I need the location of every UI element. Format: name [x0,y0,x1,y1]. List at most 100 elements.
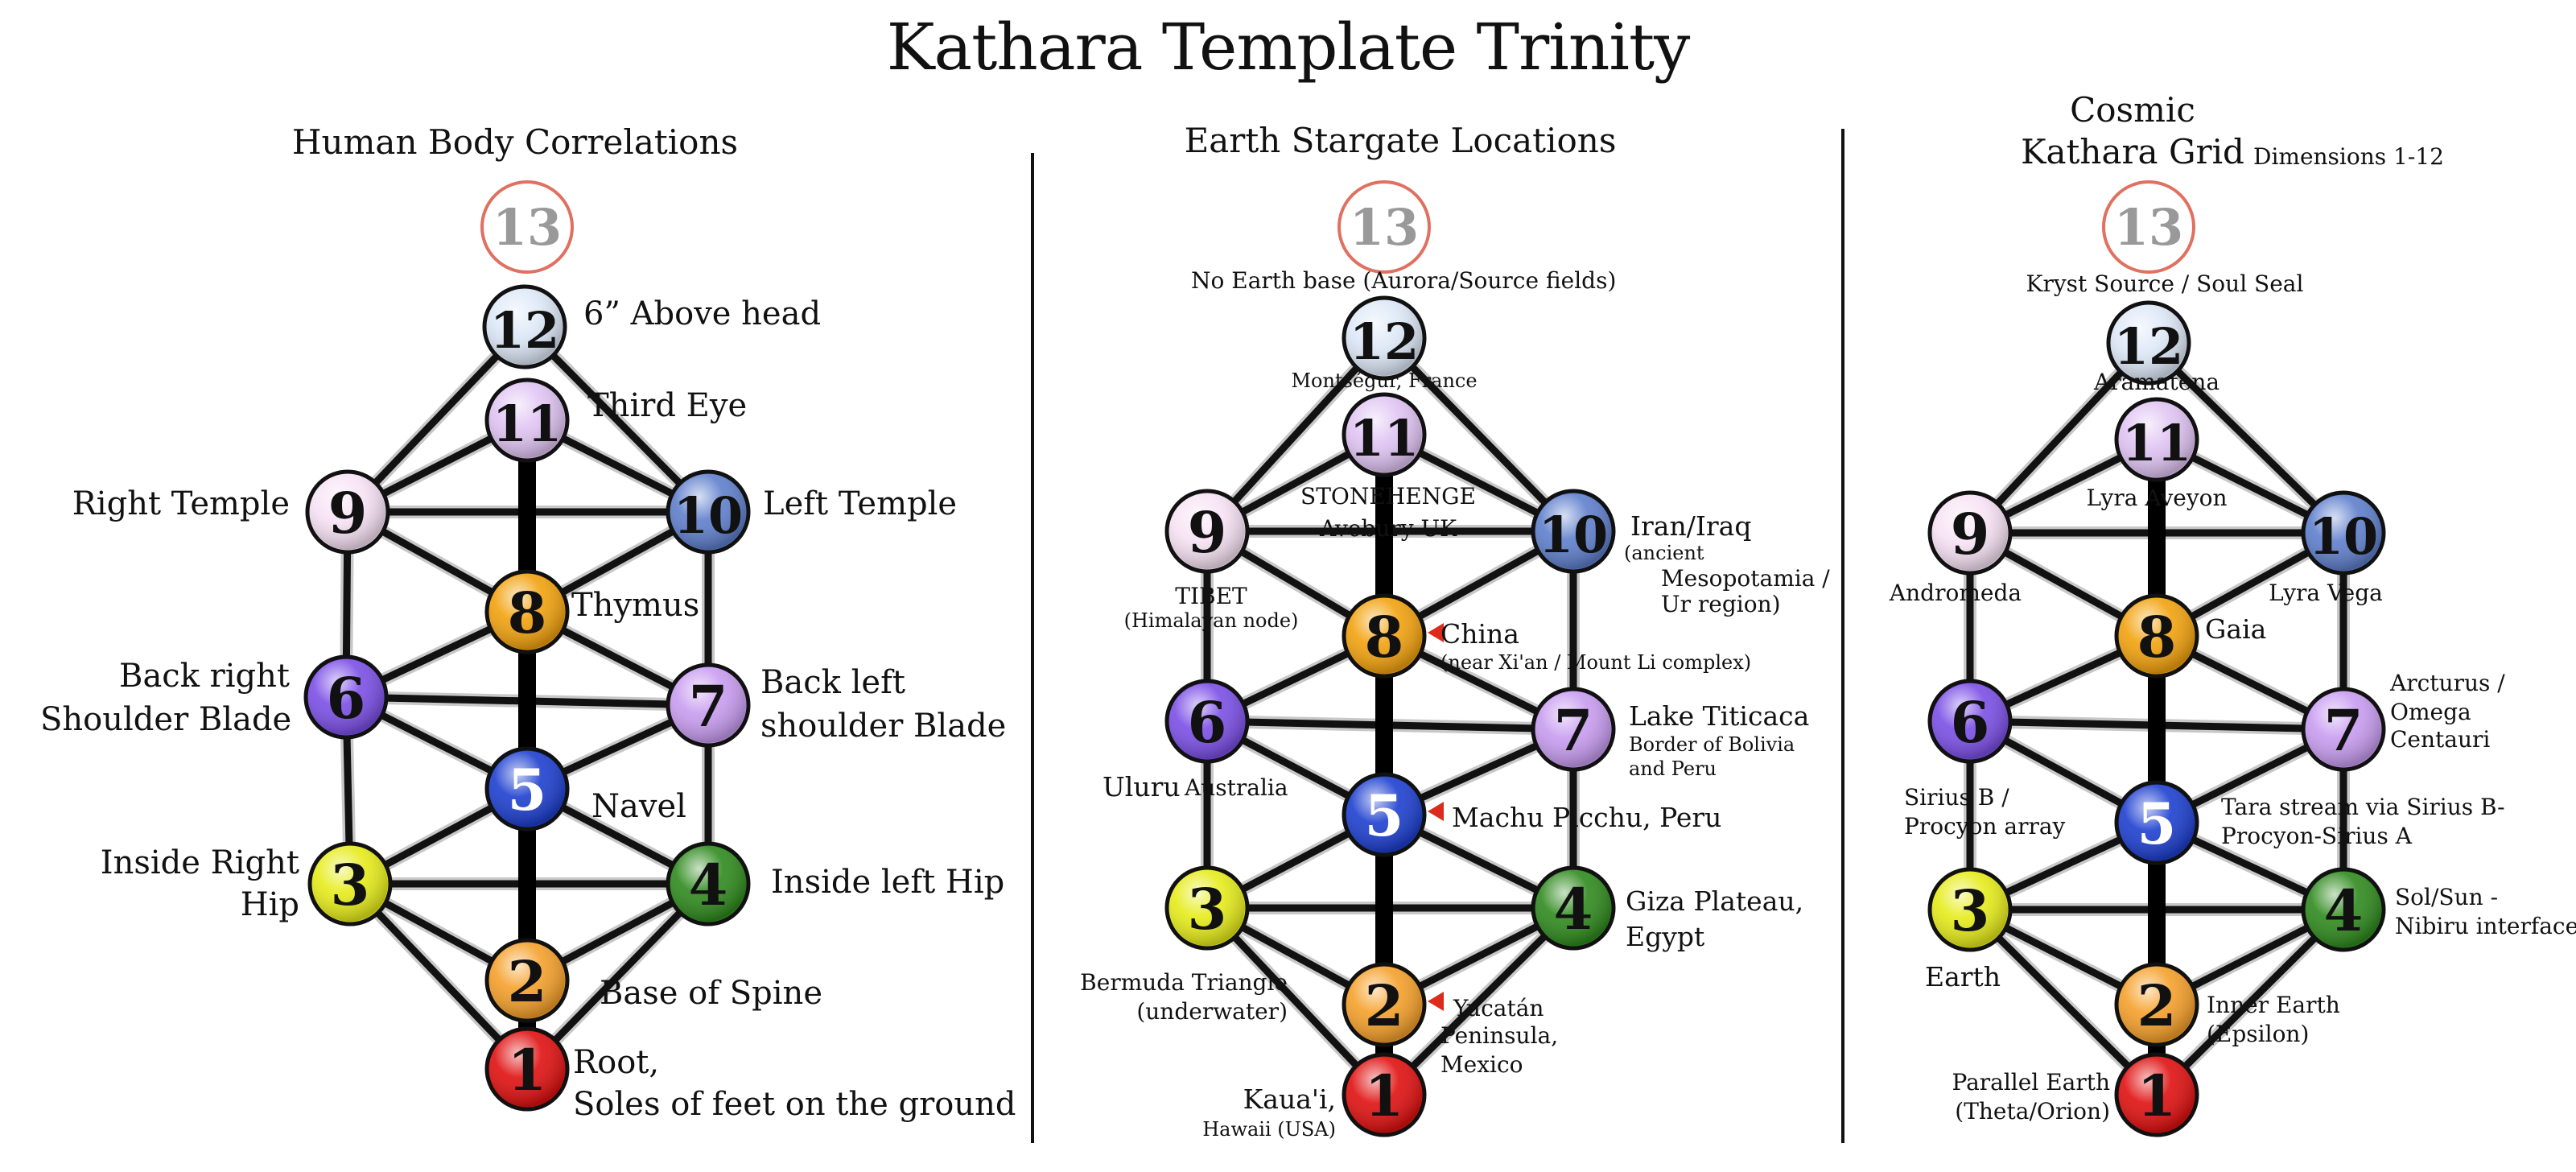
node-4-sheen [1535,870,1611,946]
label-p3-node-2-line2: (Epsilon) [2207,1021,2310,1047]
label-p2-node-4-line2: Egypt [1626,921,1705,952]
node-12-sheen [487,289,563,365]
node-1-sheen [1346,1057,1422,1133]
label-p2-node-7-line3: and Peru [1629,757,1717,780]
panel-subtitle-dimensions: Dimensions 1-12 [2253,143,2444,170]
node-8-sheen [1346,598,1422,674]
grid-edge [1966,906,2161,1099]
label-p3-node-2-line1: Inner Earth [2207,992,2340,1018]
label-p3-node-8: Gaia [2205,613,2267,645]
node-6-number: 6 [327,665,366,732]
label-p2-node-9-line2: (Himalayan node) [1123,609,1299,632]
node-5-sheen [489,751,565,827]
main-title: Kathara Template Trinity [886,10,1691,85]
node-3-number: 3 [1951,877,1990,944]
node-13-number: 13 [493,198,562,257]
label-p3-node-13: Kryst Source / Soul Seal [2026,270,2304,297]
grid-edge [344,323,529,516]
node-13-number: 13 [1350,198,1419,257]
label-p3-node-10: Lyra Vega [2269,580,2383,606]
label-p1-node-11: Third Eye [587,387,748,424]
label-p2-node-5: Machu Picchu, Peru [1452,802,1722,833]
label-p2-node-7-line2: Border of Bolivia [1629,733,1795,756]
node-2-number: 2 [1365,972,1404,1039]
node-10-sheen [2306,495,2381,571]
label-p1-node-4: Inside left Hip [771,864,1005,901]
label-p1-node-8: Thymus [571,587,700,624]
label-p3-node-6-line2: Procyon array [1904,813,2066,840]
node-8-sheen [2119,598,2195,674]
node-6-sheen [308,659,384,735]
label-p1-node-3-line2: Hip [240,886,299,923]
label-p2-node-2-line1: Yucatán [1453,995,1544,1021]
node-12-number: 12 [1350,312,1419,371]
node-11-sheen [489,382,565,458]
label-p2-node-2-line3: Mexico [1440,1051,1523,1078]
node-8-number: 8 [508,580,547,646]
node-9-sheen [1169,493,1245,569]
label-p3-node-4-line2: Nibiru interface [2395,913,2576,939]
label-p2-node-8-line1: China [1440,618,1519,650]
label-p2-node-11-line1: STONEHENGE [1300,483,1476,510]
label-p2-node-6-line1: Uluru [1103,771,1181,803]
node-11-number: 11 [2122,414,2191,473]
node-5-sheen [2119,785,2195,860]
label-p2-node-1-line1: Kaua'i, [1243,1083,1336,1115]
node-5-number: 5 [1365,782,1404,849]
label-p1-node-1-line1: Root, [573,1044,660,1081]
node-10-number: 10 [674,486,743,545]
node-13-number: 13 [2114,198,2183,257]
node-5-number: 5 [508,757,547,823]
label-p3-node-5-line2: Procyon-Sirius A [2221,823,2412,849]
panel-title-earth-stargates: Earth Stargate Locations [1184,121,1617,160]
label-p1-node-7-line2: shoulder Blade [760,708,1007,745]
label-p3-node-1-line1: Parallel Earth [1952,1069,2111,1096]
node-3-number: 3 [331,852,370,918]
node-10-sheen [670,474,746,550]
node-9-sheen [310,474,385,550]
node-10-number: 10 [1539,506,1608,564]
node-13-ring [1337,180,1431,274]
node-6-number: 6 [1188,689,1227,756]
node-7-sheen [1535,691,1611,767]
node-1-sheen [2119,1057,2195,1133]
node-6-sheen [1932,683,2008,759]
node-7-number: 7 [2324,697,2364,764]
pointer-arrow-icon [1428,623,1444,642]
node-9-number: 9 [1188,499,1227,566]
label-p1-node-6-line1: Back right [119,658,290,695]
label-p3-node-4-line1: Sol/Sun - [2395,884,2499,910]
label-p1-node-7-line1: Back left [760,664,905,701]
grid-edge [2153,906,2347,1099]
label-p1-node-10: Left Temple [763,485,958,522]
grid-edge [1380,904,1577,1099]
node-1-number: 1 [2137,1063,2177,1129]
label-p3-node-6-line1: Sirius B / [1904,784,2009,811]
node-12-number: 12 [2114,317,2183,376]
node-10-number: 10 [2309,507,2378,566]
grid-edge [1203,904,1388,1099]
node-6-sheen [1169,683,1245,759]
node-3-sheen [1932,872,2008,947]
node-6-number: 6 [1951,689,1990,756]
label-p3-node-5-line1: Tara stream via Sirius B- [2221,794,2505,820]
label-p2-node-13: No Earth base (Aurora/Source fields) [1191,267,1617,294]
node-7-number: 7 [689,673,728,740]
label-p3-node-7-line3: Centauri [2390,726,2491,753]
node-8-number: 8 [1365,604,1404,671]
panel-title-cosmic: Cosmic [2070,90,2195,130]
node-3-sheen [312,846,388,922]
node-2-sheen [1346,967,1422,1042]
label-p1-node-12: 6” Above head [583,295,822,332]
label-p3-node-3: Earth [1925,961,2001,992]
grid-edge [523,880,712,1073]
node-1-number: 1 [1365,1063,1404,1129]
label-p1-node-9: Right Temple [72,485,290,522]
label-p1-node-6-line2: Shoulder Blade [40,701,292,738]
node-5-sheen [1346,777,1422,852]
node-7-sheen [670,667,746,743]
label-p3-node-1-line2: (Theta/Orion) [1955,1098,2110,1125]
